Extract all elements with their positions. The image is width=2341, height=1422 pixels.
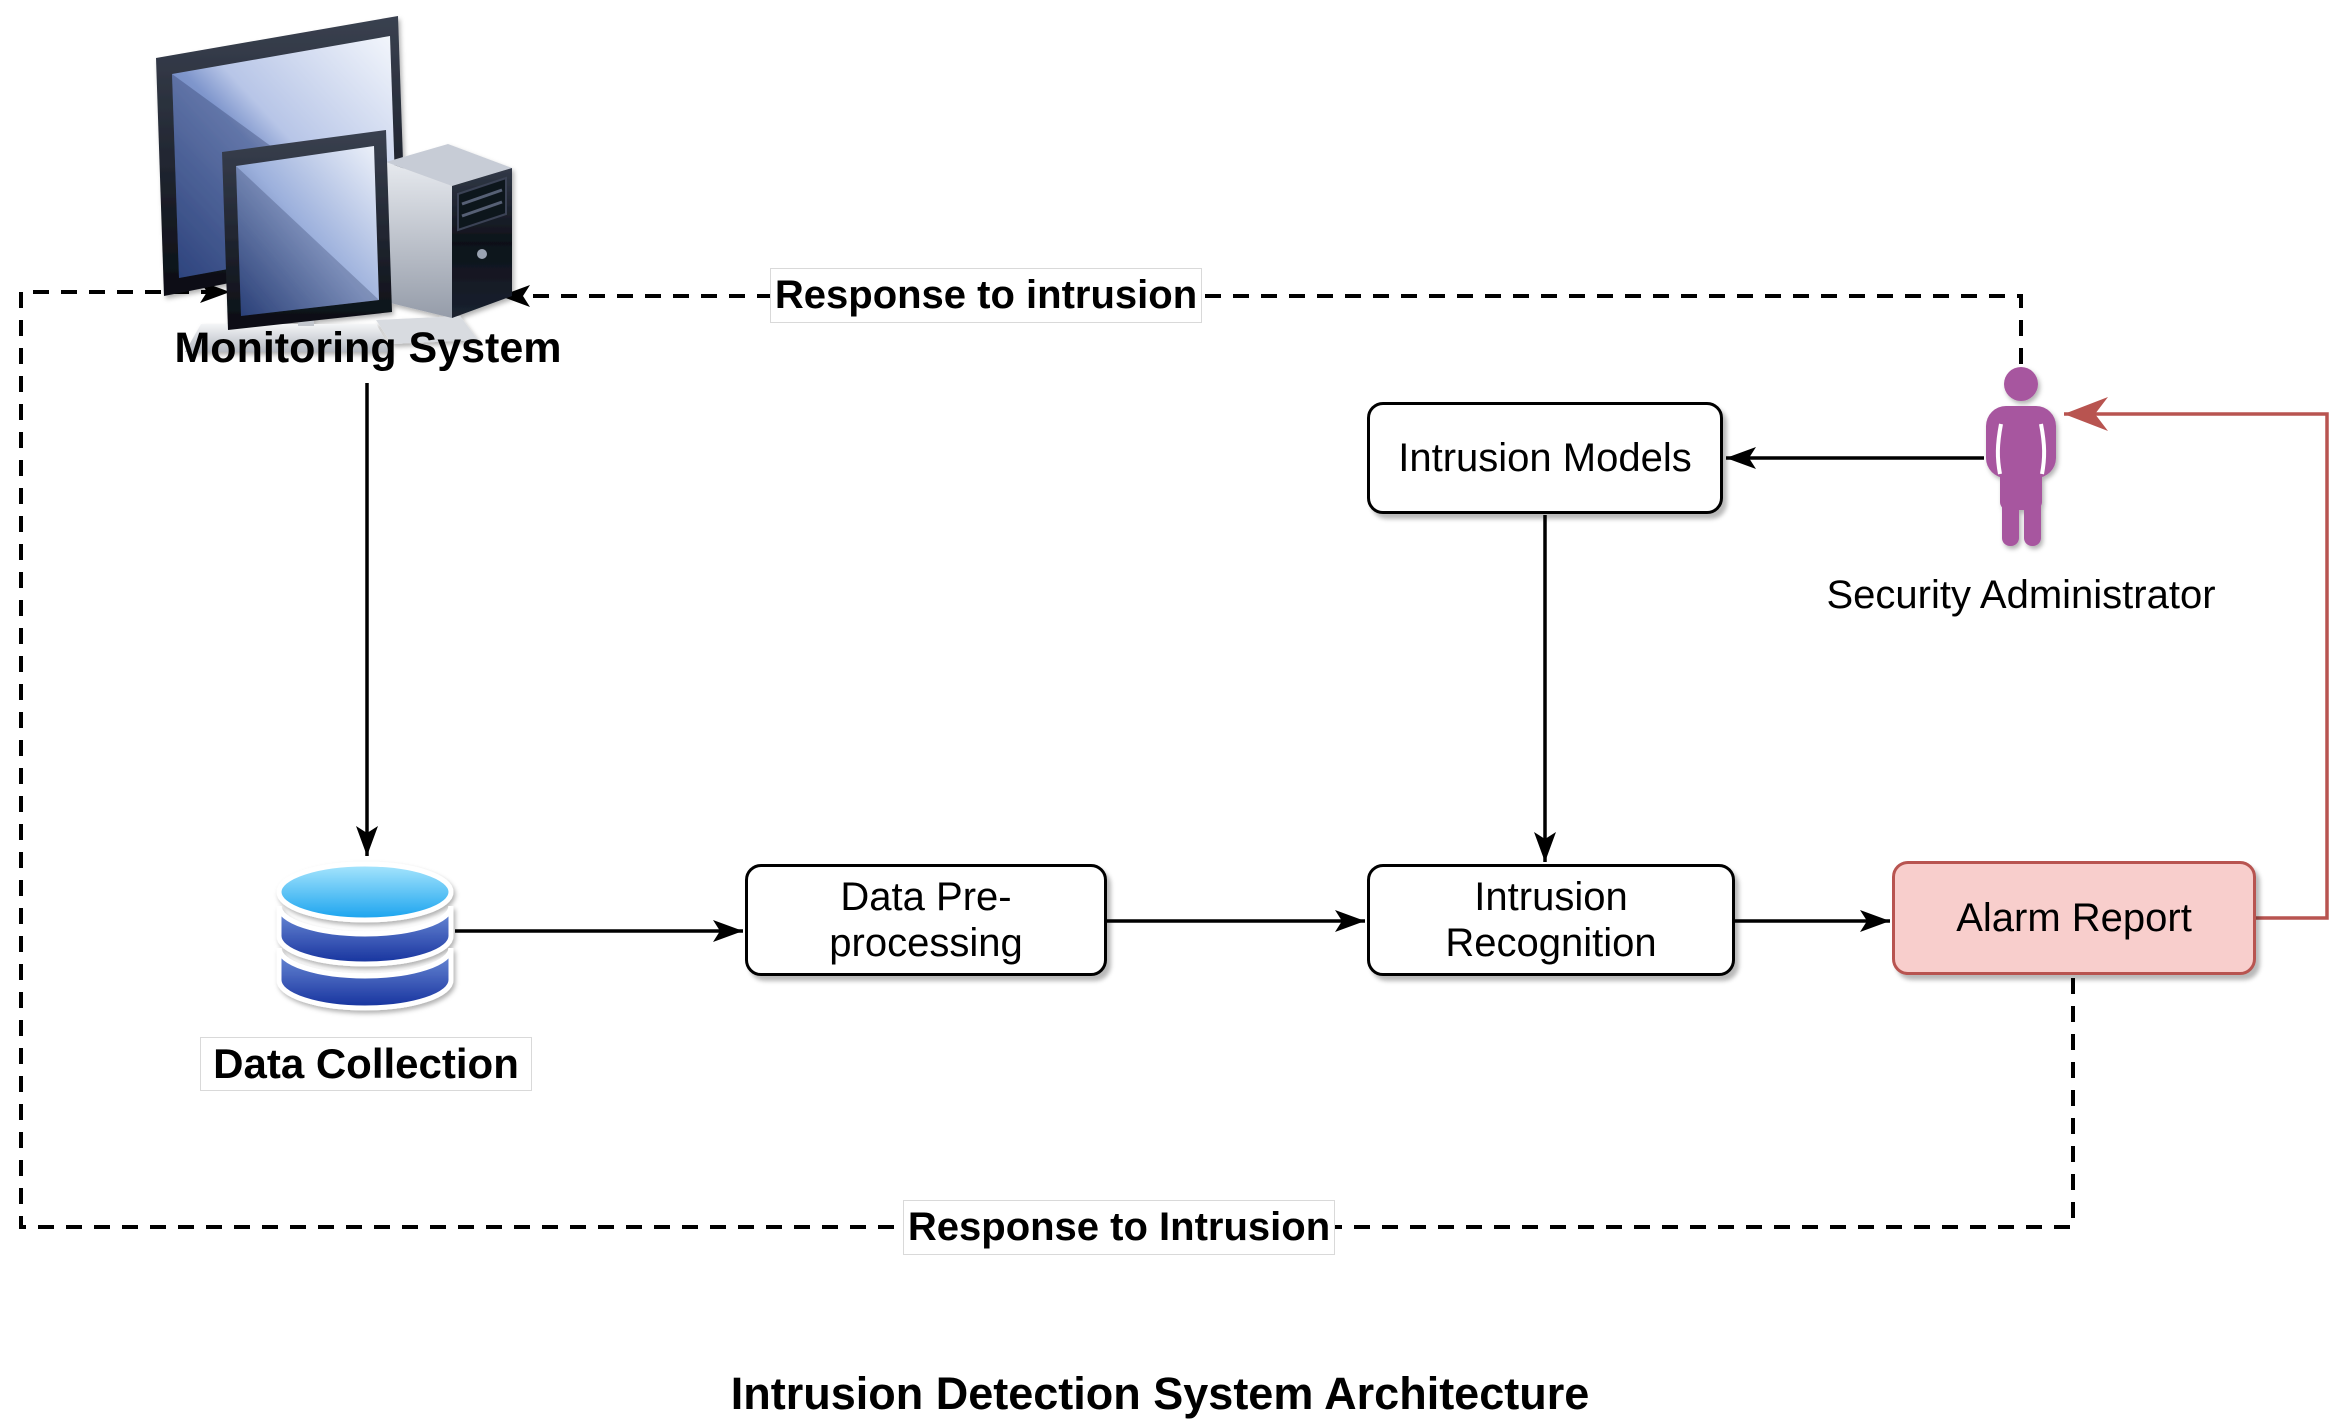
security-administrator-label: Security Administrator: [1821, 572, 2221, 618]
response-to-intrusion-top-label: Response to intrusion: [770, 268, 1202, 323]
node-label: Intrusion: [1474, 875, 1628, 919]
response-to-intrusion-bottom-label: Response to Intrusion: [903, 1200, 1335, 1255]
edge-response-to-intrusion-top: [500, 285, 2023, 364]
edge-alarm-to-admin: [2064, 397, 2329, 920]
security-administrator-label-line2: Administrator: [1979, 573, 2216, 617]
workstation-icon: [156, 16, 512, 352]
data-collection-label: Data Collection: [200, 1037, 532, 1091]
node-label: Recognition: [1445, 921, 1657, 965]
node-intrusion-models: Intrusion Models: [1367, 402, 1723, 514]
node-intrusion-recognition: Intrusion Recognition: [1367, 864, 1735, 976]
person-icon: [1986, 367, 2056, 546]
monitoring-system-label: Monitoring System: [174, 324, 562, 372]
node-label: Intrusion Models: [1398, 436, 1692, 480]
node-label: Data Pre-: [840, 875, 1012, 919]
security-administrator-label-line1: Security: [1826, 573, 1971, 617]
database-icon: [276, 861, 454, 1011]
node-data-preprocessing: Data Pre- processing: [745, 864, 1107, 976]
node-alarm-report: Alarm Report: [1892, 861, 2256, 975]
node-label: Alarm Report: [1956, 896, 2192, 940]
diagram-title: Intrusion Detection System Architecture: [730, 1368, 1590, 1419]
edge-response-to-intrusion-bottom: [19, 281, 2075, 1229]
node-label: processing: [829, 921, 1023, 965]
